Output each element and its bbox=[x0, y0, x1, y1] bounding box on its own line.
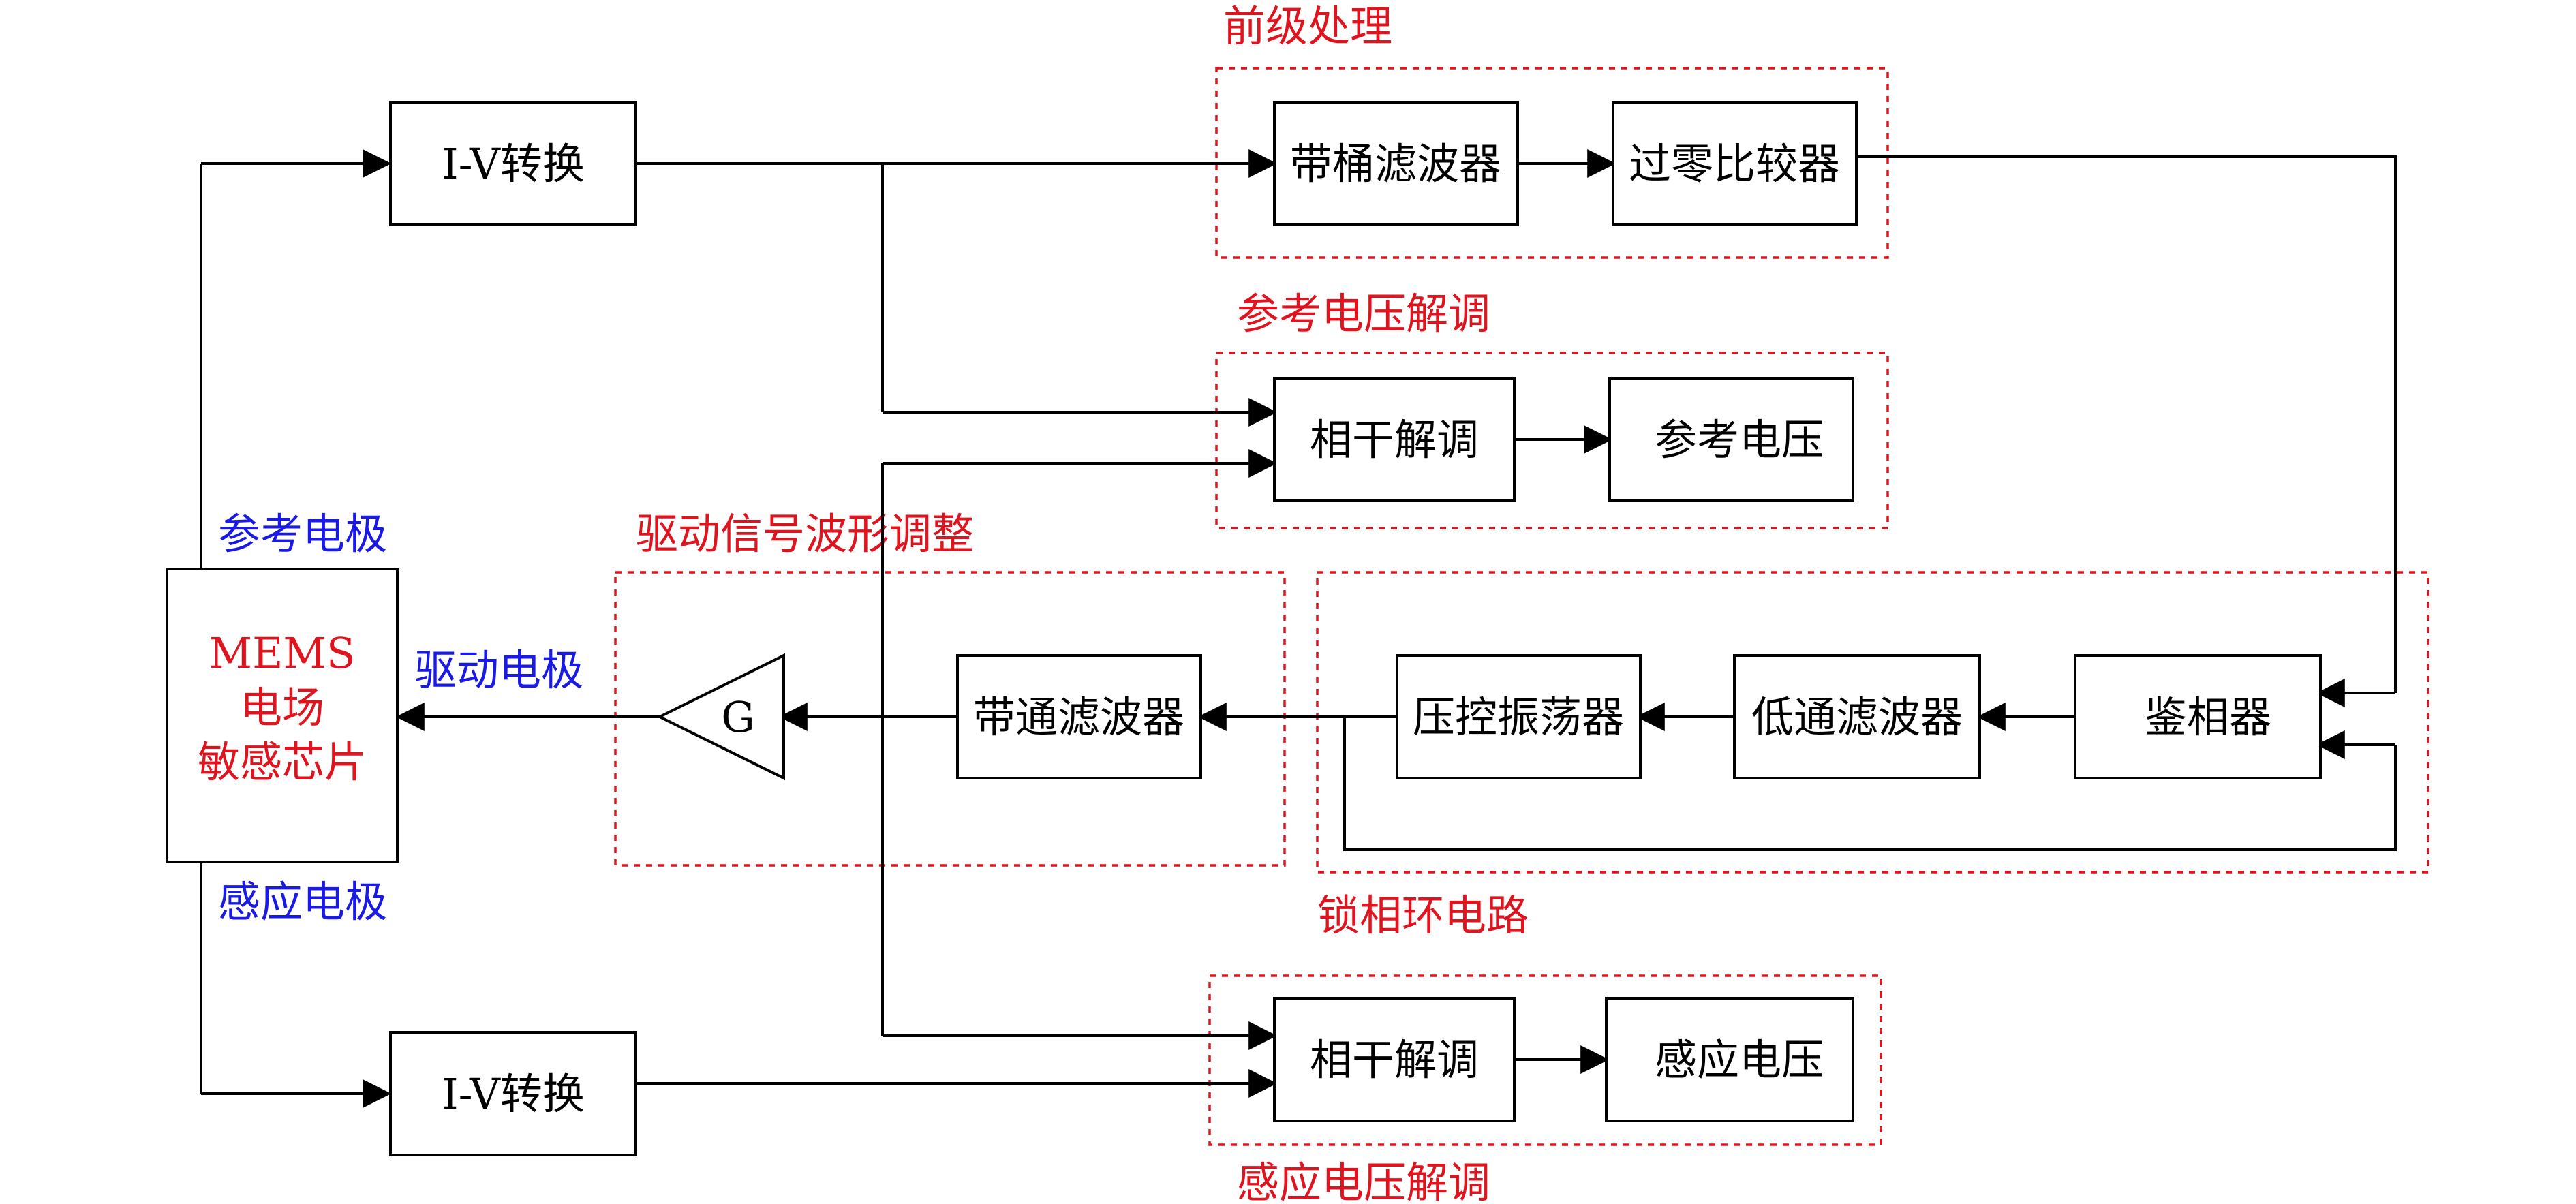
block-coherent-demod-ref-label: 相干解调 bbox=[1310, 415, 1479, 465]
block-ref-voltage bbox=[1608, 377, 1854, 502]
block-phase-detector bbox=[2074, 654, 2322, 779]
block-iv-bottom bbox=[389, 1031, 637, 1156]
group-label-reference-demod: 参考电压解调 bbox=[1237, 289, 1490, 339]
block-lowpass-label: 低通滤波器 bbox=[1751, 692, 1963, 742]
group-sense-demod bbox=[1208, 974, 1882, 1146]
group-pll bbox=[1316, 571, 2429, 874]
block-vco bbox=[1396, 654, 1642, 779]
group-reference-demod bbox=[1215, 352, 1889, 529]
block-bandpass bbox=[956, 654, 1202, 779]
block-bucket-filter-label: 带桶滤波器 bbox=[1290, 139, 1501, 189]
electrode-label-sense: 感应电极 bbox=[218, 877, 387, 927]
block-vco-label: 压控振荡器 bbox=[1413, 692, 1624, 742]
electrode-label-reference: 参考电极 bbox=[218, 509, 387, 559]
wire-vco-feedback bbox=[1343, 717, 2397, 851]
group-label-front-processing: 前级处理 bbox=[1223, 1, 1392, 51]
block-amp-g bbox=[656, 653, 785, 781]
block-iv-top bbox=[389, 101, 637, 226]
block-coherent-demod-sense bbox=[1273, 997, 1516, 1122]
group-drive-shaping bbox=[614, 571, 1286, 867]
chip-label-line3: 敏感芯片 bbox=[198, 737, 367, 787]
group-label-sense-demod: 感应电压解调 bbox=[1237, 1158, 1490, 1204]
block-amp-g-label: G bbox=[721, 692, 755, 742]
group-label-drive-shaping: 驱动信号波形调整 bbox=[636, 509, 974, 559]
block-zero-cross bbox=[1612, 101, 1858, 226]
chip-label-line2: 电场 bbox=[240, 683, 324, 732]
wire-zero-cross-to-pd-a bbox=[1857, 155, 2397, 693]
block-lowpass bbox=[1733, 654, 1981, 779]
block-iv-bottom-label: I-V转换 bbox=[442, 1069, 585, 1119]
block-zero-cross-label: 过零比较器 bbox=[1629, 139, 1840, 189]
block-phase-detector-label: 鉴相器 bbox=[2145, 692, 2271, 742]
block-sense-voltage-label: 感应电压 bbox=[1655, 1035, 1824, 1085]
group-label-pll: 锁相环电路 bbox=[1317, 891, 1529, 940]
block-ref-voltage-label: 参考电压 bbox=[1655, 415, 1824, 465]
block-bucket-filter bbox=[1273, 101, 1519, 226]
block-coherent-demod-ref bbox=[1273, 377, 1516, 502]
group-front-processing bbox=[1215, 67, 1889, 259]
block-coherent-demod-sense-label: 相干解调 bbox=[1310, 1035, 1479, 1085]
electrode-label-drive: 驱动电极 bbox=[414, 645, 583, 695]
chip-label-line1: MEMS bbox=[209, 628, 356, 678]
block-bandpass-label: 带通滤波器 bbox=[973, 692, 1184, 742]
block-sense-voltage bbox=[1605, 997, 1854, 1122]
block-iv-top-label: I-V转换 bbox=[442, 139, 585, 189]
block-mems-chip bbox=[166, 568, 399, 863]
